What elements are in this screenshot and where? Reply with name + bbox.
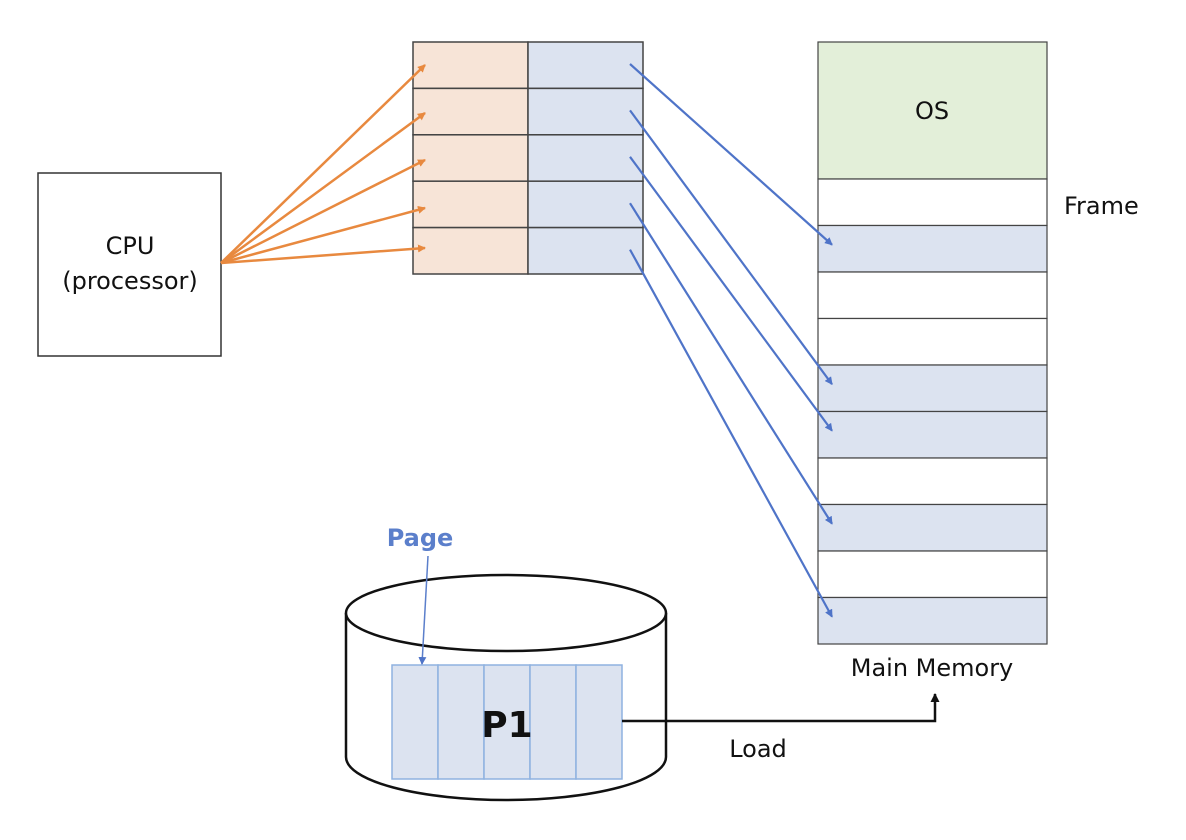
mapping-arrows [220, 63, 833, 618]
memory-frame [817, 178, 1048, 227]
os-region [817, 41, 1048, 180]
page-table-entry-frame [527, 41, 644, 90]
process-pages [391, 664, 623, 780]
memory-frame [817, 364, 1048, 413]
os-label: OS [915, 97, 949, 125]
disk-page [483, 664, 531, 780]
cpu-label: CPU [106, 232, 155, 260]
main-memory-label: Main Memory [851, 654, 1014, 682]
cpu-to-page-arrow [220, 244, 426, 265]
page-table-entry-page [412, 41, 529, 90]
page-pointer-arrow [418, 555, 429, 665]
disk-page [437, 664, 485, 780]
cpu-box: CPU (processor) [37, 172, 222, 357]
memory-frame [817, 317, 1048, 366]
frame-label: Frame [1064, 192, 1139, 220]
process-label: P1 [481, 705, 532, 746]
memory-frame [817, 596, 1048, 645]
cpu-to-page-arrow [220, 158, 426, 265]
page-to-frame-arrow [629, 202, 833, 525]
memory-frame [817, 271, 1048, 320]
disk-page [529, 664, 577, 780]
cpu-to-page-arrow [220, 64, 426, 264]
disk-page [391, 664, 439, 780]
page-table-entry-page [412, 226, 529, 275]
load-label: Load [729, 735, 787, 763]
load-arrow [622, 693, 940, 723]
page-table-entry-page [412, 134, 529, 182]
memory-frame [817, 410, 1048, 459]
page-table-entry-page [412, 87, 529, 136]
page-to-frame-arrow [629, 109, 833, 386]
memory-frame [817, 224, 1048, 273]
memory-frame [817, 503, 1048, 552]
main-memory [817, 41, 1048, 645]
page-to-frame-arrow [629, 249, 833, 618]
cpu-to-page-arrow [220, 111, 426, 265]
page-label: Page [387, 524, 454, 552]
memory-frame [817, 550, 1048, 599]
page-to-frame-arrow [629, 156, 833, 432]
cpu-sublabel: (processor) [62, 267, 198, 295]
memory-frame [817, 457, 1048, 506]
cpu-to-page-arrow [220, 205, 426, 265]
page-table-entry-page [412, 180, 529, 229]
page-table-entry-frame [527, 87, 644, 136]
page-table-entry-frame [527, 226, 644, 275]
disk-page [575, 664, 623, 780]
page-table [412, 41, 644, 275]
page-to-frame-arrow [629, 63, 833, 246]
page-table-entry-frame [527, 134, 644, 182]
page-table-entry-frame [527, 180, 644, 229]
